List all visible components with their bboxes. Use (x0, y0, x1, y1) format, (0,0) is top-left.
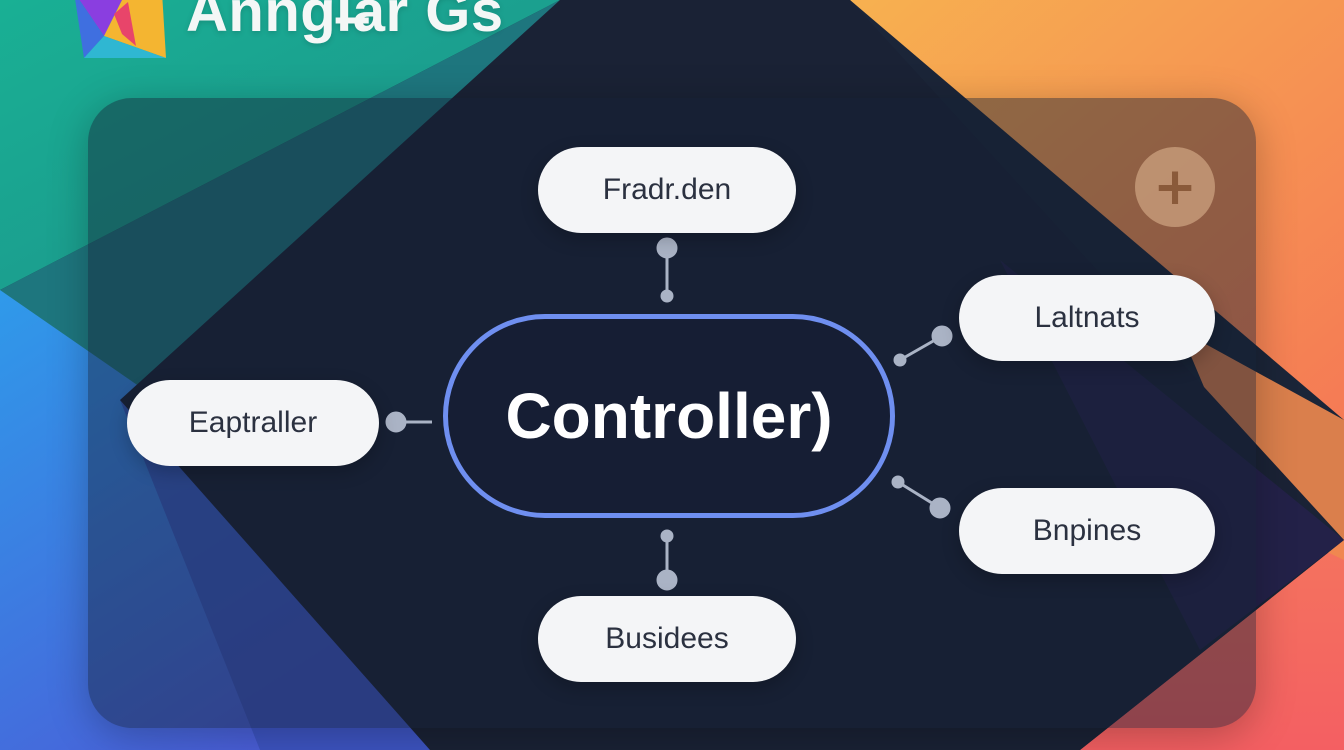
controller-node[interactable]: Controller) (443, 314, 895, 518)
controller-node-label: Controller) (505, 380, 833, 452)
node-right-upper[interactable]: Laltnats (959, 275, 1215, 361)
node-right-upper-label: Laltnats (1034, 301, 1140, 334)
add-button[interactable]: + (1135, 147, 1215, 227)
node-right-lower-label: Bnpines (1032, 514, 1142, 547)
node-right-lower[interactable]: Bnpines (959, 488, 1215, 574)
node-bottom[interactable]: Busidees (538, 596, 796, 682)
node-left-label: Eaptraller (188, 406, 318, 439)
app-title: Anngl̶ar Gs (186, 0, 504, 44)
node-bottom-label: Busidees (605, 622, 729, 655)
node-top-label: Fradr.den (602, 173, 732, 206)
node-left[interactable]: Eaptraller (127, 380, 379, 466)
angular-logo-icon (75, 0, 166, 58)
node-top[interactable]: Fradr.den (538, 147, 796, 233)
plus-icon: + (1153, 157, 1197, 217)
